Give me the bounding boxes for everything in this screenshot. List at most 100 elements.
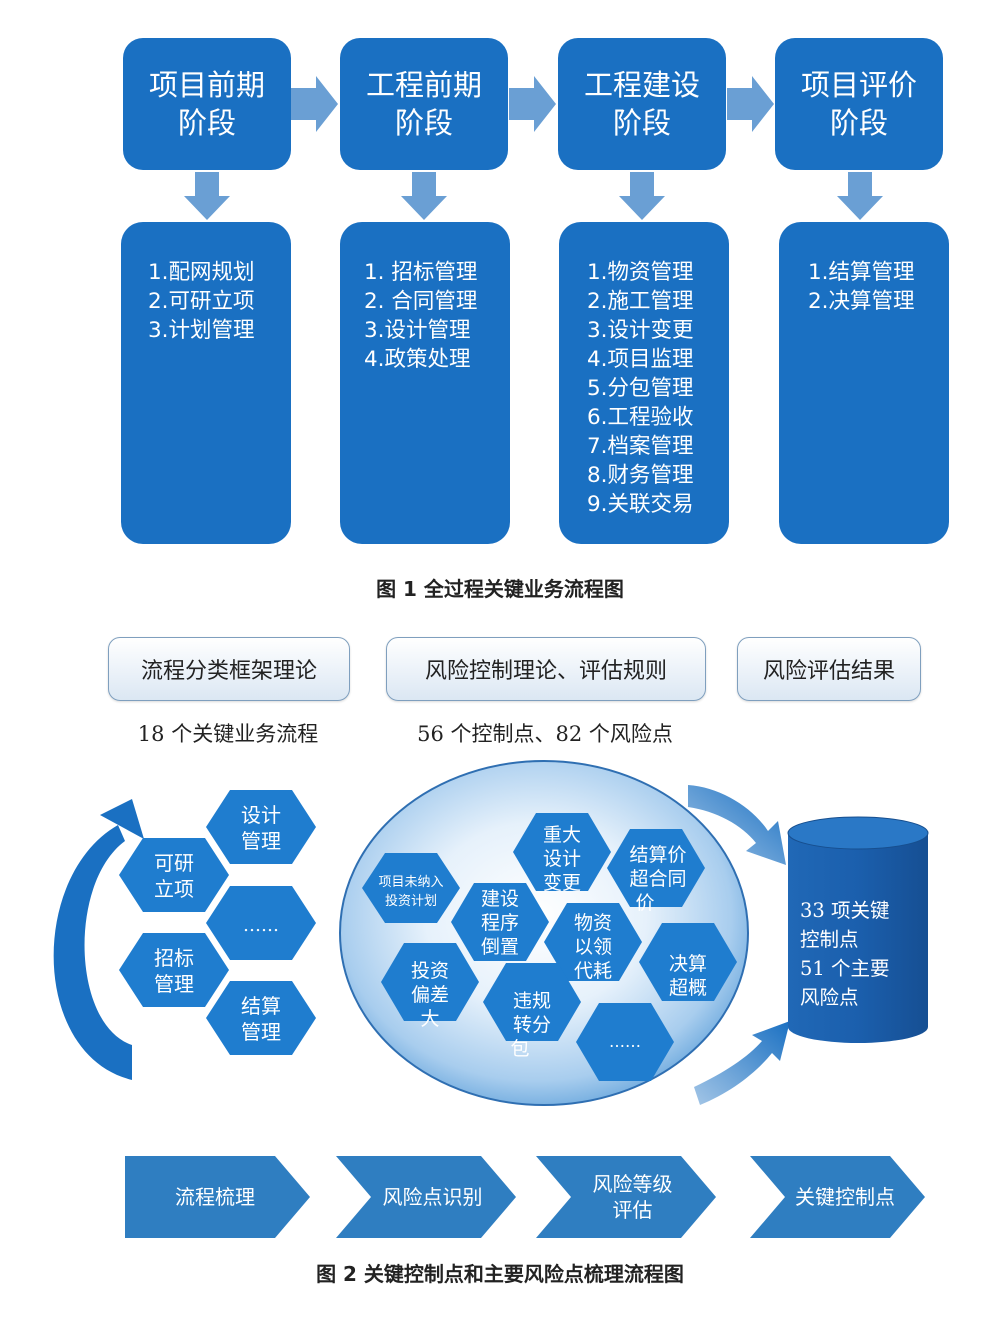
list-item: 1.物资管理 xyxy=(587,260,694,285)
step-process-sorting xyxy=(125,1156,310,1238)
hex-text: 变更 xyxy=(543,872,581,894)
hex-ellipsis xyxy=(206,886,316,960)
step-label: 风险等级评估 xyxy=(592,1172,673,1222)
hex-text: 倒置 xyxy=(481,936,519,958)
list-item: 3.设计变更 xyxy=(587,318,694,343)
cycle-arrow-icon xyxy=(53,799,144,1080)
hex-construction-sequence xyxy=(451,883,549,961)
left-process-hexes: 设计 管理 可研 立项 …… 招标 管理 结算 管理 xyxy=(119,790,316,1055)
figure1-arrows xyxy=(184,76,883,220)
arrow-right-icon xyxy=(291,76,338,132)
list-item: 5.分包管理 xyxy=(587,376,694,401)
hex-text: 以领 xyxy=(574,936,612,958)
process-steps xyxy=(125,1156,925,1238)
figure1-caption: 图 1 全过程关键业务流程图 xyxy=(376,577,624,601)
stage-engineering-construction: 工程建设阶段 xyxy=(558,38,726,170)
list-item: 3.计划管理 xyxy=(148,318,255,343)
hex-text: 偏差 xyxy=(411,984,449,1006)
figure2-diagram: 设计 管理 可研 立项 …… 招标 管理 结算 管理 项目未纳入 投资计划 重大 xyxy=(53,760,929,1106)
hex-text: 立项 xyxy=(154,877,194,901)
hex-text: 建设 xyxy=(481,888,519,910)
hex-text: …… xyxy=(609,1032,641,1051)
arrow-down-icon xyxy=(184,172,230,220)
items-project-evaluation: 1.结算管理 2.决算管理 xyxy=(779,222,949,544)
hex-text: 投资 xyxy=(411,960,449,982)
step-label: 风险点识别 xyxy=(382,1185,483,1209)
hex-text: 违规 xyxy=(513,990,551,1012)
hex-text: 程序 xyxy=(481,912,519,934)
hex-text: 可研 xyxy=(154,851,194,875)
hex-text: 价 xyxy=(635,892,654,914)
stage-project-evaluation: 项目评价阶段 xyxy=(775,38,943,170)
hex-not-in-plan xyxy=(362,853,460,923)
arrow-right-icon xyxy=(509,76,556,132)
arrow-down-icon xyxy=(401,172,447,220)
hex-bidding xyxy=(119,933,229,1007)
items-engineering-construction: 1.物资管理 2.施工管理 3.设计变更 4.项目监理 5.分包管理 6.工程验… xyxy=(559,222,729,544)
list-item: 4.项目监理 xyxy=(587,347,694,372)
hex-text: 设计 xyxy=(543,848,581,870)
step-label: 关键控制点 xyxy=(795,1185,895,1209)
list-item: 9.关联交易 xyxy=(587,492,694,517)
list-item: 1.配网规划 xyxy=(148,260,255,285)
list-item: 1. 招标管理 xyxy=(364,260,478,285)
hex-illegal-subcontract xyxy=(483,963,581,1041)
hex-settlement-over-contract xyxy=(607,829,705,907)
list-item: 7.档案管理 xyxy=(587,434,694,459)
hex-text: 超合同 xyxy=(629,868,686,890)
list-item: 8.财务管理 xyxy=(587,463,694,488)
hex-text: 结算价 xyxy=(629,844,686,866)
hex-text: 包 xyxy=(510,1038,529,1060)
items-project-preliminary: 1.配网规划 2.可研立项 3.计划管理 xyxy=(121,222,291,544)
arrow-down-icon xyxy=(619,172,665,220)
key-process-count-label: 18 个关键业务流程 xyxy=(137,722,319,746)
figure2-caption: 图 2 关键控制点和主要风险点梳理流程图 xyxy=(316,1262,684,1286)
hex-investment-deviation xyxy=(381,943,479,1021)
hex-final-over-budget xyxy=(639,923,737,1001)
hex-text: 招标 xyxy=(154,946,194,970)
hex-text: 决算 xyxy=(669,953,707,975)
stage-engineering-preliminary: 工程前期阶段 xyxy=(340,38,508,170)
hex-risk-ellipsis xyxy=(576,1003,674,1081)
list-item: 2.施工管理 xyxy=(587,289,694,314)
hex-text: 重大 xyxy=(543,824,581,846)
list-item: 3.设计管理 xyxy=(364,318,471,343)
list-item: 2. 合同管理 xyxy=(364,289,478,314)
hex-text: 转分 xyxy=(513,1014,551,1036)
result-summary: 33 项关键 控制点 51 个主要 风险点 xyxy=(800,899,890,1009)
list-item: 4.政策处理 xyxy=(364,347,471,372)
arrow-to-result-upper-icon xyxy=(688,785,786,865)
hex-text: 管理 xyxy=(154,972,194,996)
hex-text: 结算 xyxy=(241,994,281,1018)
hex-text: 超概 xyxy=(669,977,707,999)
risk-control-theory-box: 风险控制理论、评估规则 xyxy=(386,637,706,701)
list-item: 1.结算管理 xyxy=(808,260,915,285)
hex-text: 大 xyxy=(420,1008,439,1030)
items-engineering-preliminary: 1. 招标管理 2. 合同管理 3.设计管理 4.政策处理 xyxy=(340,222,510,544)
risk-hexes: 项目未纳入 投资计划 重大 设计 变更 结算价 超合同 价 建设 程序 倒置 物… xyxy=(362,813,737,1081)
list-item: 2.可研立项 xyxy=(148,289,255,314)
hex-material-substitution xyxy=(544,903,642,981)
hex-text: 管理 xyxy=(241,829,281,853)
step-risk-level-assessment xyxy=(536,1156,716,1238)
result-database-icon xyxy=(787,816,929,1043)
process-framework-box: 流程分类框架理论 xyxy=(108,637,350,701)
hex-text: 投资计划 xyxy=(385,893,437,909)
step-label: 流程梳理 xyxy=(175,1185,255,1209)
hex-text: 项目未纳入 xyxy=(378,875,443,890)
risk-assessment-result-box: 风险评估结果 xyxy=(737,637,921,701)
hex-text: 管理 xyxy=(241,1020,281,1044)
hex-settlement xyxy=(206,981,316,1055)
arrow-right-icon xyxy=(727,76,774,132)
arrow-down-icon xyxy=(837,172,883,220)
step-key-control-points xyxy=(750,1156,925,1238)
list-item: 2.决算管理 xyxy=(808,289,915,314)
hex-text: 代耗 xyxy=(574,960,612,982)
stage-project-preliminary: 项目前期阶段 xyxy=(123,38,291,170)
control-risk-count-label: 56 个控制点、82 个风险点 xyxy=(417,722,673,746)
hex-text: 设计 xyxy=(241,803,281,827)
hex-text: …… xyxy=(243,915,279,936)
hex-text: 物资 xyxy=(574,912,612,934)
hex-major-design-change xyxy=(513,813,611,891)
hex-design-management xyxy=(206,790,316,864)
